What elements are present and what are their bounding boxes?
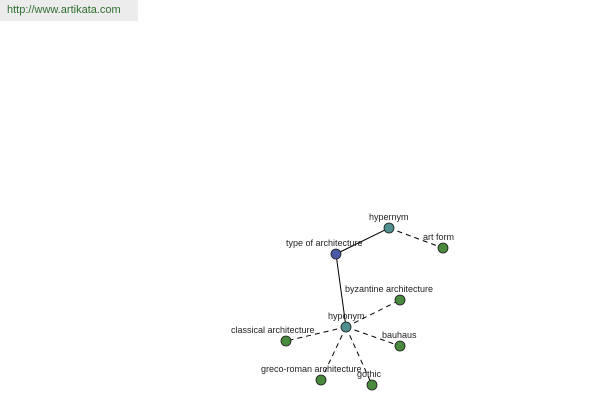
edge-hyponym-greco_roman — [320, 326, 347, 381]
node-label-hypernym: hypernym — [369, 212, 409, 222]
edge-hyponym-classical — [285, 326, 347, 342]
graph-edges — [285, 227, 444, 386]
node-label-byzantine: byzantine architecture — [345, 284, 433, 294]
node-bauhaus[interactable] — [394, 340, 406, 352]
node-label-center: type of architecture — [286, 238, 363, 248]
node-art-form[interactable] — [437, 242, 449, 254]
edge-center-hypernym — [335, 227, 390, 255]
graph-labels: type of architecture hypernym hyponym art f… — [231, 212, 454, 379]
node-label-classical: classical architecture — [231, 325, 315, 335]
node-hypernym[interactable] — [383, 222, 395, 234]
edge-center-hyponym — [335, 253, 347, 328]
edge-hyponym-byzantine — [345, 299, 401, 328]
node-byzantine[interactable] — [394, 294, 406, 306]
node-gothic[interactable] — [366, 379, 378, 391]
node-hyponym[interactable] — [340, 321, 352, 333]
edge-hyponym-bauhaus — [345, 326, 401, 347]
node-label-greco-roman: greco-roman architecture — [261, 364, 362, 374]
node-label-gothic: gothic — [357, 369, 382, 379]
node-label-art-form: art form — [423, 232, 454, 242]
site-url-banner[interactable]: http://www.artikata.com — [0, 0, 138, 21]
node-greco-roman[interactable] — [315, 374, 327, 386]
node-classical[interactable] — [280, 335, 292, 347]
node-center[interactable] — [330, 248, 342, 260]
graph-nodes — [280, 222, 449, 391]
node-label-hyponym: hyponym — [328, 311, 365, 321]
edge-hypernym-art_form — [388, 227, 444, 249]
edge-hyponym-gothic — [345, 326, 373, 386]
node-label-bauhaus: bauhaus — [382, 330, 417, 340]
